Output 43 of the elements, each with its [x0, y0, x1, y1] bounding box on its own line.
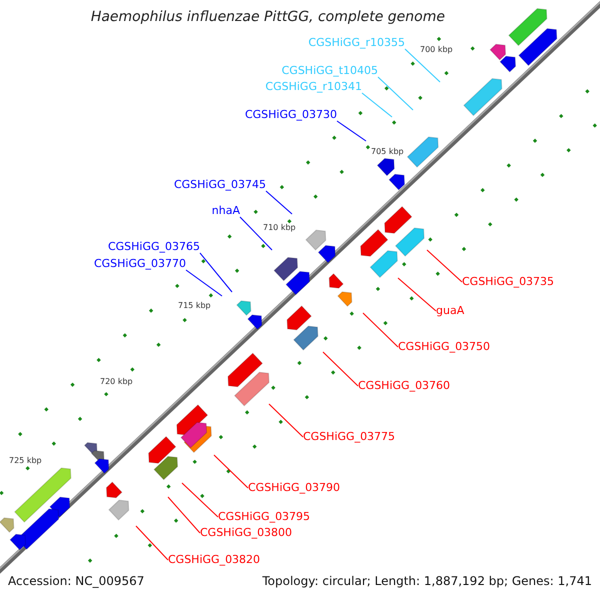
gene-label: CGSHiGG_t10405	[282, 64, 378, 78]
leader-line	[168, 496, 200, 534]
leader-line	[398, 278, 436, 312]
gene-label: guaA	[436, 304, 464, 318]
leader-line	[240, 216, 272, 250]
gene-label: CGSHiGG_03735	[462, 275, 554, 289]
gene-label: CGSHiGG_03730	[244, 108, 337, 122]
footer-text: Accession: NC_009567	[8, 574, 144, 588]
leader-line	[322, 352, 358, 386]
gene-label: CGSHiGG_r10355	[308, 36, 405, 50]
gene-label: CGSHiGG_03770	[94, 257, 186, 271]
footer-text: Topology: circular; Length: 1,887,192 bp; Genes: 1,741	[262, 574, 592, 588]
leader-line	[266, 190, 292, 214]
leader-line	[426, 250, 462, 282]
scale-label: 725 kbp	[9, 456, 42, 466]
leader-line	[186, 270, 222, 296]
leader-line	[200, 252, 232, 292]
scale-label: 700 kbp	[420, 45, 453, 55]
leader-line	[362, 92, 392, 118]
gene-label: CGSHiGG_03745	[174, 178, 266, 192]
scale-label: 710 kbp	[263, 223, 296, 233]
gene-label: CGSHiGG_03795	[218, 510, 310, 524]
gene-label: CGSHiGG_r10341	[265, 80, 362, 94]
leader-line	[214, 454, 248, 488]
title: Haemophilus influenzae PittGG, complete genome	[90, 8, 445, 26]
gene-label: CGSHiGG_03820	[168, 553, 260, 567]
leader-line	[136, 526, 168, 560]
leader-line	[362, 312, 398, 348]
scale-label: 715 kbp	[178, 301, 211, 311]
gene-label: CGSHiGG_03800	[200, 526, 292, 540]
leader-line	[182, 482, 218, 518]
leader-line	[404, 48, 440, 82]
gene-label: CGSHiGG_03775	[303, 430, 396, 444]
gene-label: CGSHiGG_03750	[398, 340, 490, 354]
leader-line	[378, 76, 414, 110]
scale-label: 720 kbp	[100, 377, 133, 387]
gene-label: CGSHiGG_03765	[108, 240, 200, 254]
scale-label: 705 kbp	[371, 147, 404, 157]
leader-line	[336, 120, 366, 142]
leader-line	[268, 404, 304, 438]
gene-label: nhaA	[212, 204, 240, 218]
gene-label: CGSHiGG_03790	[248, 481, 340, 495]
gene-label: CGSHiGG_03760	[358, 379, 450, 393]
